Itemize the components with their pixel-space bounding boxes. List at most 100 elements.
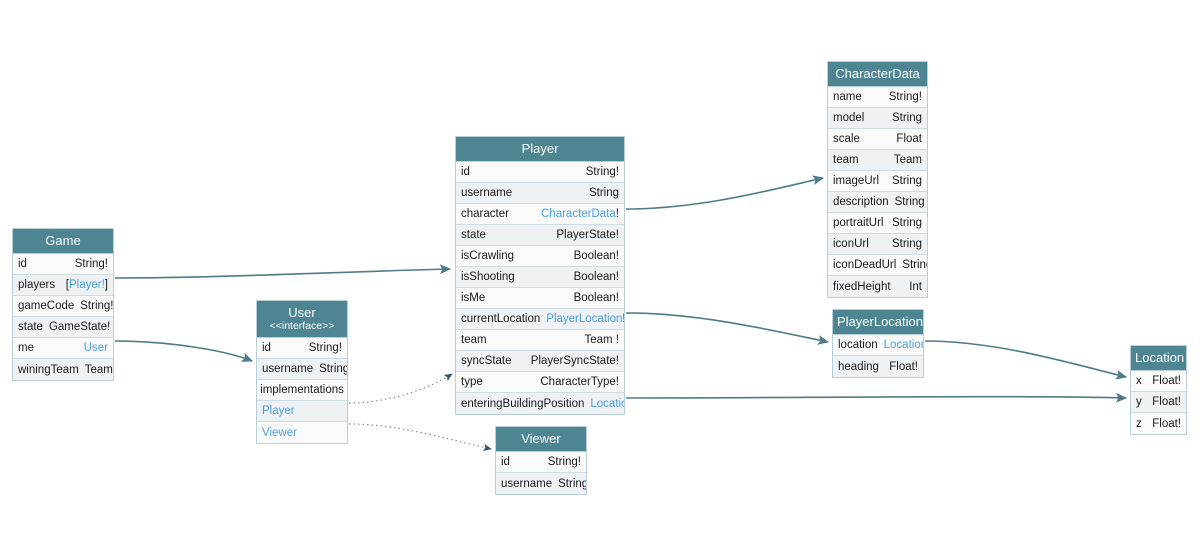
- field-type: String: [891, 238, 922, 250]
- field-name: id: [461, 166, 470, 178]
- field-name: enteringBuildingPosition: [461, 397, 585, 410]
- field-name: type: [461, 376, 483, 388]
- field-type[interactable]: PlayerLocation!: [546, 313, 624, 325]
- field-name: team: [833, 154, 859, 166]
- field-row: imageUrl String: [828, 171, 927, 192]
- field-row: z Float!: [1131, 413, 1186, 434]
- field-name: z: [1136, 417, 1142, 430]
- field-name: me: [18, 342, 34, 354]
- field-type: String: [894, 196, 925, 208]
- field-name: model: [833, 112, 865, 124]
- field-row: type CharacterType!: [456, 372, 624, 393]
- field-type: GameState!: [48, 321, 111, 333]
- implementation-viewer[interactable]: Viewer: [257, 422, 347, 443]
- field-name: username: [461, 187, 513, 199]
- field-row: heading Float!: [833, 356, 923, 377]
- implementations-label: implementations: [257, 380, 347, 401]
- entity-playerlocation[interactable]: PlayerLocationlocationLocation!headingFl…: [832, 309, 924, 378]
- entity-header-game: Game: [13, 229, 113, 254]
- field-type: String!: [585, 166, 619, 178]
- field-type: Team: [893, 154, 922, 166]
- field-name: heading: [838, 360, 879, 373]
- edge-user-implements-player: [348, 373, 453, 404]
- field-type: String!: [547, 456, 581, 468]
- field-name: description: [833, 196, 889, 208]
- field-name: winingTeam: [18, 363, 79, 376]
- field-type: String: [891, 217, 922, 229]
- field-name: imageUrl: [833, 175, 880, 187]
- field-row: winingTeam Team: [13, 359, 113, 380]
- field-type[interactable]: [Player!]: [65, 279, 108, 291]
- field-row: description String: [828, 192, 927, 213]
- entity-header-viewer: Viewer: [496, 427, 586, 452]
- field-name: isMe: [461, 292, 486, 304]
- field-name: currentLocation: [461, 313, 541, 325]
- field-name: y: [1136, 396, 1142, 408]
- implementations-label-text: implementations: [260, 384, 344, 396]
- implementation-name: Viewer: [262, 426, 297, 439]
- field-type[interactable]: Location: [590, 397, 624, 410]
- implementation-player[interactable]: Player: [257, 401, 347, 422]
- field-type: Float!: [889, 360, 918, 373]
- field-row: id String!: [13, 254, 113, 275]
- edge-player-currentlocation-playerlocation: [625, 312, 830, 345]
- field-type: String: [891, 175, 922, 187]
- field-name: isShooting: [461, 271, 515, 283]
- field-name: gameCode: [18, 300, 75, 312]
- field-row: id String!: [456, 162, 624, 183]
- field-name: players: [18, 279, 56, 291]
- field-name: id: [18, 258, 27, 270]
- field-name: name: [833, 91, 862, 103]
- field-type: Float!: [1152, 375, 1181, 387]
- field-name: id: [262, 342, 271, 354]
- field-type[interactable]: CharacterData!: [541, 208, 619, 220]
- field-name: username: [501, 477, 553, 490]
- entity-header-characterdata: CharacterData: [828, 62, 927, 87]
- edge-user-implements-viewer: [348, 423, 492, 451]
- field-type: Boolean!: [573, 292, 619, 304]
- field-type: String: [902, 259, 927, 271]
- field-type: String!: [74, 258, 108, 270]
- field-name: username: [262, 363, 314, 375]
- entity-viewer[interactable]: Viewer id String! username String: [495, 426, 587, 495]
- field-row: name String!: [828, 87, 927, 108]
- field-row: state GameState!: [13, 317, 113, 338]
- edge-player-enteringbuildingposition-location: [625, 392, 1128, 403]
- field-name: scale: [833, 133, 860, 145]
- entity-header-location: Location: [1131, 346, 1186, 371]
- field-type: String!: [888, 91, 922, 103]
- field-type[interactable]: User: [83, 342, 108, 354]
- field-type: Boolean!: [573, 250, 619, 262]
- field-type: CharacterType!: [540, 376, 619, 388]
- field-name: iconDeadUrl: [833, 259, 897, 271]
- field-type[interactable]: Location!: [883, 339, 923, 351]
- field-type: Float!: [1152, 417, 1181, 430]
- field-name: state: [18, 321, 43, 333]
- edge-playerlocation-location-location: [924, 340, 1128, 380]
- field-name: syncState: [461, 355, 512, 367]
- field-type: String: [558, 477, 586, 490]
- field-type: Int: [909, 280, 922, 293]
- field-type: Team: [84, 363, 113, 376]
- field-name: id: [501, 456, 510, 468]
- implementation-name: Player: [262, 405, 295, 417]
